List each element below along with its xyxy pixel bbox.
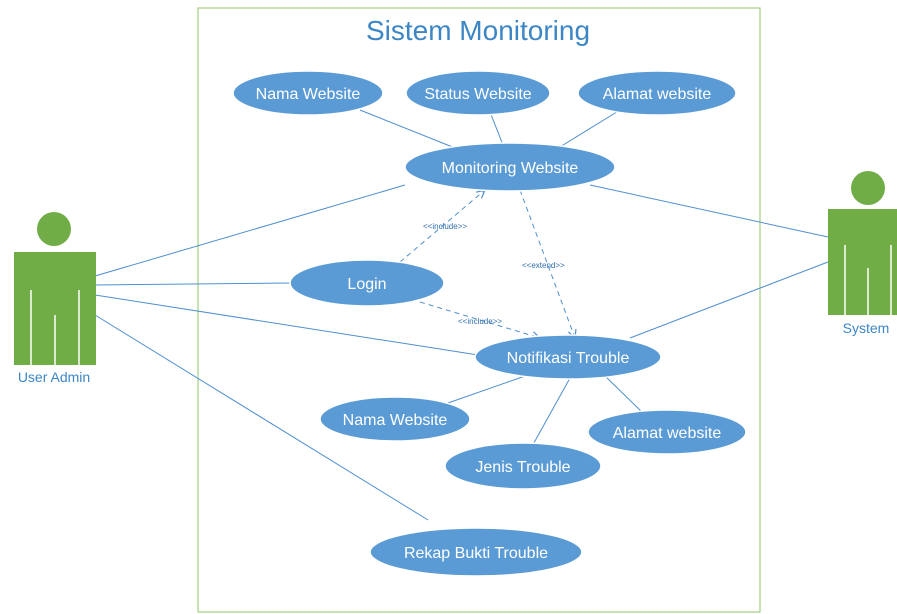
use-case-nama-website-top[interactable]: Nama Website — [232, 70, 384, 116]
actor-system[interactable]: System — [828, 171, 897, 336]
system-boundary: Sistem Monitoring — [197, 7, 761, 613]
actor-user-admin[interactable]: User Admin — [14, 212, 96, 385]
use-case-label: Login — [347, 276, 386, 293]
use-case-jenis-trouble[interactable]: Jenis Trouble — [444, 442, 602, 490]
assoc-admin-monitoring — [94, 184, 406, 277]
include-label-monitoring: <<include>> — [423, 222, 467, 231]
use-case-label: Monitoring Website — [442, 160, 579, 177]
use-case-label: Nama Website — [343, 412, 448, 429]
assoc-admin-rekap — [94, 314, 429, 521]
use-case-ellipse[interactable] — [405, 70, 551, 116]
use-case-ellipse[interactable] — [404, 142, 616, 192]
assoc-monitoring-alamat-website — [554, 109, 621, 151]
use-case-ellipse[interactable] — [319, 396, 471, 442]
use-case-nama-website-bottom[interactable]: Nama Website — [319, 396, 471, 442]
dep-login-include-notifikasi — [419, 301, 540, 338]
use-case-status-website[interactable]: Status Website — [405, 70, 551, 116]
use-case-ellipse[interactable] — [577, 70, 737, 116]
person-icon — [14, 212, 96, 365]
use-case-label: Jenis Trouble — [475, 459, 570, 476]
actor-label-system: System — [843, 320, 890, 336]
use-case-login[interactable]: Login — [289, 259, 445, 307]
use-case-label: Alamat website — [613, 425, 722, 442]
use-case-ellipse[interactable] — [232, 70, 384, 116]
assoc-notifikasi-nama-website — [447, 374, 529, 404]
assoc-admin-notifikasi — [94, 294, 479, 356]
use-case-label: Rekap Bukti Trouble — [404, 545, 548, 562]
use-case-ellipse[interactable] — [369, 527, 583, 577]
use-case-notifikasi-trouble[interactable]: Notifikasi Trouble — [474, 334, 662, 380]
use-case-alamat-website-bottom[interactable]: Alamat website — [587, 409, 747, 455]
dependencies: <<include>> <<extend>> <<include>> — [399, 190, 575, 338]
actor-label-user-admin: User Admin — [18, 369, 90, 385]
assoc-system-monitoring — [589, 184, 829, 238]
extend-label-notifikasi: <<extend>> — [522, 261, 565, 270]
use-case-alamat-website-top[interactable]: Alamat website — [577, 70, 737, 116]
use-case-monitoring-website[interactable]: Monitoring Website — [404, 142, 616, 192]
use-case-label: Status Website — [424, 86, 531, 103]
use-case-ellipse[interactable] — [587, 409, 747, 455]
include-label-notifikasi: <<include>> — [458, 317, 502, 326]
use-case-ellipse[interactable] — [474, 334, 662, 380]
use-case-ellipse[interactable] — [444, 442, 602, 490]
dep-login-include-monitoring — [399, 190, 485, 263]
use-case-label: Notifikasi Trouble — [507, 350, 630, 367]
system-boundary-rect — [197, 7, 761, 613]
use-case-rekap-bukti-trouble[interactable]: Rekap Bukti Trouble — [369, 527, 583, 577]
use-case-label: Nama Website — [256, 86, 361, 103]
person-icon — [828, 171, 897, 315]
system-title: Sistem Monitoring — [366, 15, 590, 46]
assoc-admin-login — [94, 282, 291, 286]
use-case-label: Alamat website — [603, 86, 712, 103]
assoc-notifikasi-alamat-website — [604, 375, 646, 416]
assoc-notifikasi-jenis-trouble — [529, 377, 571, 451]
use-case-ellipse[interactable] — [289, 259, 445, 307]
assoc-monitoring-nama-website — [359, 109, 461, 151]
associations — [94, 109, 829, 521]
assoc-system-notifikasi — [629, 261, 829, 339]
